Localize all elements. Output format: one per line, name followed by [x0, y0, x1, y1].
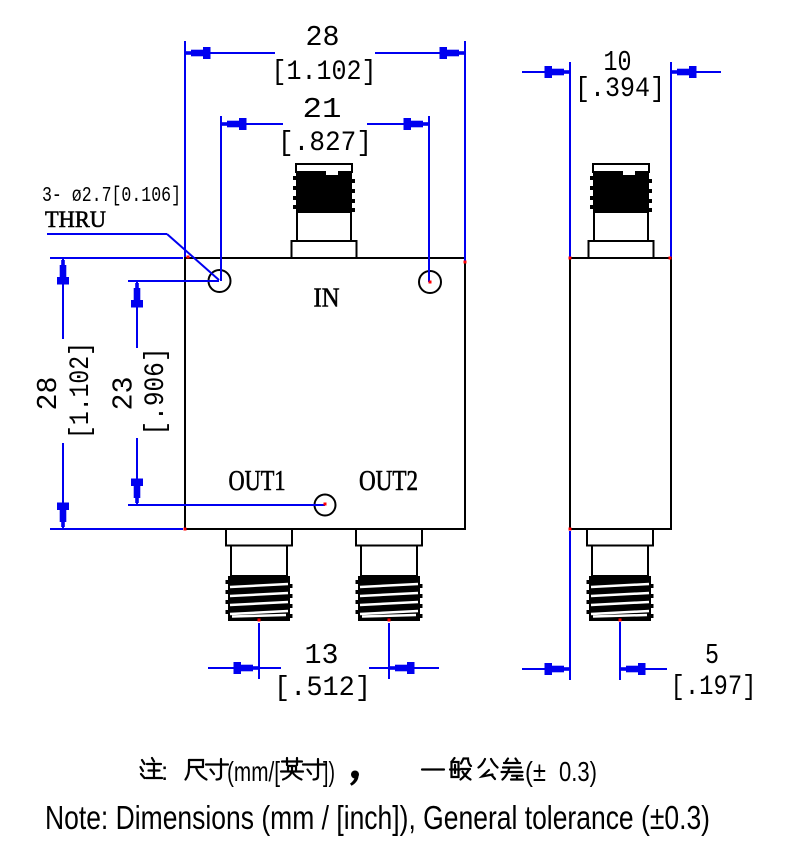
svg-text:THRU: THRU: [45, 207, 106, 232]
svg-text:(mm/[: (mm/[: [227, 756, 280, 787]
svg-text:[.906]: [.906]: [141, 348, 172, 436]
svg-text:0.3): 0.3): [559, 756, 597, 787]
svg-text:OUT2: OUT2: [359, 466, 418, 497]
svg-text:[1.102]: [1.102]: [272, 57, 377, 88]
svg-text:[.394]: [.394]: [575, 74, 665, 105]
svg-text:10: 10: [604, 46, 632, 79]
svg-text:21: 21: [303, 93, 342, 126]
svg-text:5: 5: [705, 639, 719, 672]
svg-text:OUT1: OUT1: [229, 466, 286, 497]
svg-text::: :: [161, 756, 168, 786]
svg-text:[.827]: [.827]: [278, 128, 372, 159]
svg-text:]): ]): [323, 756, 335, 787]
svg-text:IN: IN: [314, 283, 340, 313]
svg-text:23: 23: [108, 377, 141, 411]
svg-text:[.512]: [.512]: [274, 673, 371, 704]
svg-text:[.197]: [.197]: [671, 672, 757, 703]
svg-text:28: 28: [32, 377, 65, 411]
svg-text:13: 13: [305, 639, 339, 672]
svg-text:28: 28: [306, 21, 340, 54]
svg-text:[1.102]: [1.102]: [66, 342, 97, 439]
svg-text:Note: Dimensions (mm / [inch]): Note: Dimensions (mm / [inch]), General …: [45, 799, 710, 836]
svg-text:3- ø2.7[0.106]: 3- ø2.7[0.106]: [42, 185, 181, 208]
svg-text:(±: (±: [525, 756, 546, 787]
